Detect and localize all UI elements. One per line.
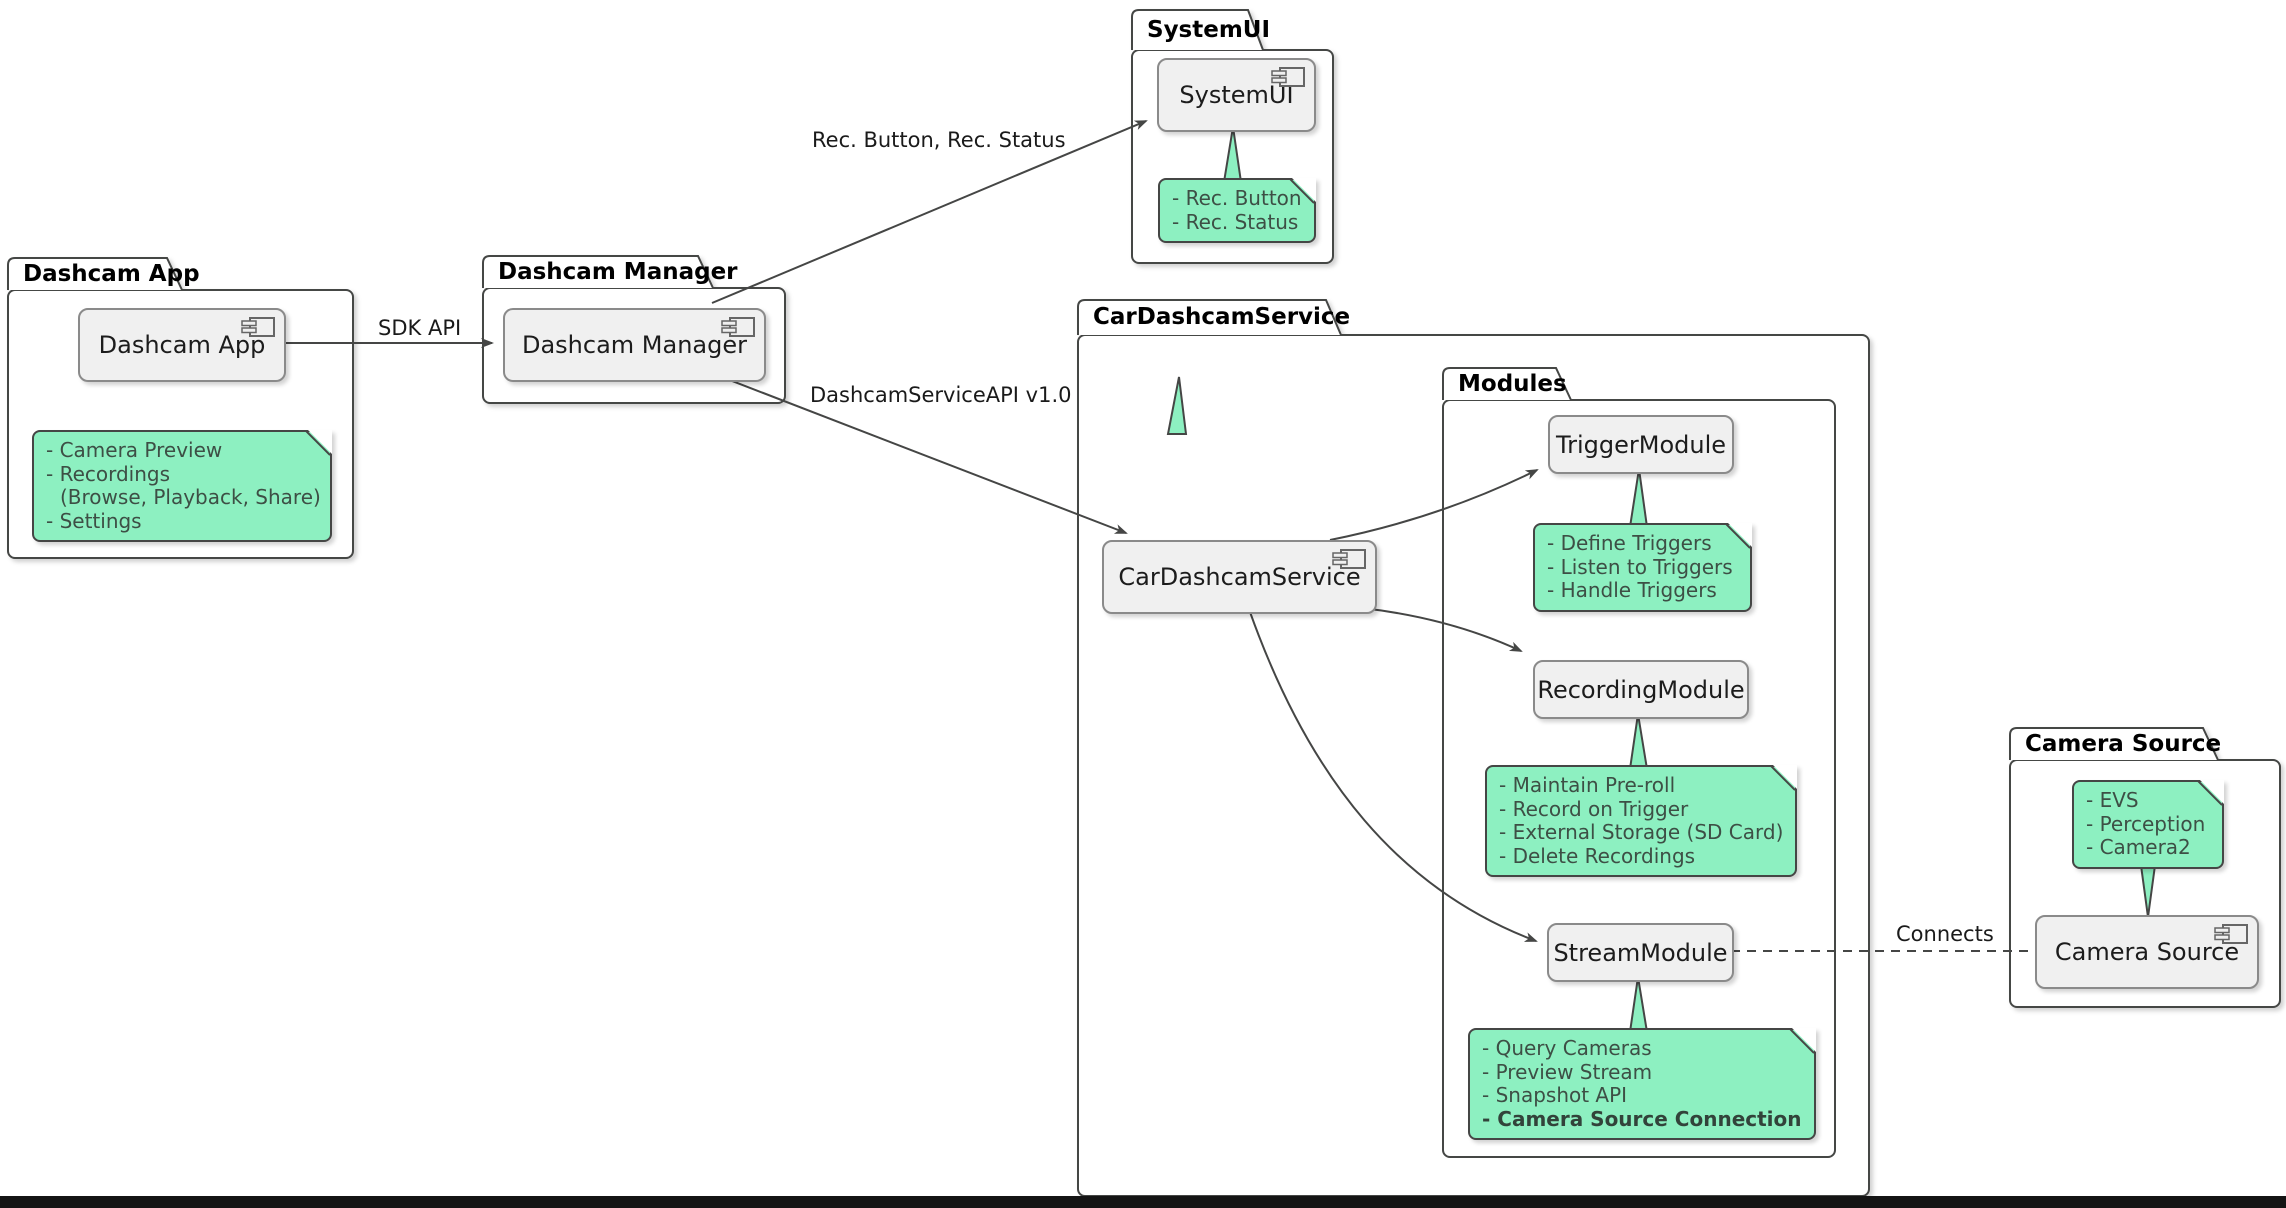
package-label-systemui: SystemUI: [1147, 17, 1271, 43]
edge-manager-to-systemui: [711, 120, 1148, 304]
note-dashcam-app: - Camera Preview - Recordings (Browse, P…: [32, 430, 332, 542]
edge-label-rec-button-status: Rec. Button, Rec. Status: [812, 128, 1066, 152]
component-icon: [241, 317, 275, 337]
note-line: - Rec. Button: [1172, 186, 1302, 210]
note-line: - Maintain Pre-roll: [1499, 773, 1676, 797]
component-icon: [721, 317, 755, 337]
component-car-dashcam-service-label: CarDashcamService: [1118, 563, 1361, 591]
note-line: - Define Triggers: [1547, 531, 1712, 555]
note-recording-module: - Maintain Pre-roll - Record on Trigger …: [1485, 765, 1797, 877]
component-trigger-module-label: TriggerModule: [1555, 430, 1727, 459]
note-line: - Delete Recordings: [1499, 843, 1696, 868]
note-line: (Browse, Playback, Share): [60, 485, 321, 509]
component-stream-module: StreamModule: [1547, 923, 1734, 982]
component-dashcam-manager-label: Dashcam Manager: [521, 331, 747, 359]
note-line: - Camera2: [2086, 835, 2191, 859]
component-dashcam-app-label: Dashcam App: [98, 331, 266, 359]
note-line: - Snapshot API: [1482, 1083, 1628, 1107]
component-systemui-label: SystemUI: [1179, 81, 1294, 109]
component-systemui: SystemUI: [1157, 58, 1316, 132]
note-line: - Query Cameras: [1482, 1036, 1652, 1060]
edge-label-connects: Connects: [1896, 922, 1994, 946]
note-line: - Perception: [2086, 811, 2206, 836]
component-icon: [2214, 924, 2248, 944]
component-camera-source-label: Camera Source: [2054, 938, 2240, 966]
note-line: - Listen to Triggers: [1547, 554, 1733, 579]
component-camera-source: Camera Source: [2035, 915, 2259, 989]
note-line: - Rec. Status: [1172, 209, 1299, 234]
package-label-camera-source: Camera Source: [2025, 731, 2222, 757]
package-label-dashcam-manager: Dashcam Manager: [498, 259, 738, 285]
edge-label-sdk-api: SDK API: [378, 316, 462, 340]
component-trigger-module: TriggerModule: [1548, 415, 1734, 474]
note-line: - Handle Triggers: [1547, 578, 1717, 602]
component-icon: [1332, 549, 1366, 569]
package-label-dashcam-app: Dashcam App: [23, 261, 200, 287]
note-line: - Settings: [46, 508, 142, 533]
component-recording-module: RecordingModule: [1533, 660, 1749, 719]
edge-service-to-recording: [1361, 607, 1523, 652]
component-dashcam-manager: Dashcam Manager: [503, 308, 766, 382]
package-label-modules: Modules: [1458, 371, 1567, 397]
note-camera-source: - EVS - Perception - Camera2: [2072, 780, 2224, 869]
note-systemui: - Rec. Button - Rec. Status: [1158, 178, 1316, 243]
note-stream-module: - Query Cameras - Preview Stream - Snaps…: [1468, 1028, 1816, 1140]
component-recording-module-label: RecordingModule: [1537, 675, 1745, 704]
note-line: - External Storage (SD Card): [1499, 820, 1784, 844]
component-dashcam-app: Dashcam App: [78, 308, 286, 382]
note-pointer-dashcam-app: [1166, 376, 1188, 435]
note-trigger-module: - Define Triggers - Listen to Triggers -…: [1533, 523, 1752, 612]
edge-service-to-stream: [1249, 611, 1538, 942]
note-line: - EVS: [2086, 788, 2139, 812]
edge-service-to-trigger: [1329, 469, 1539, 541]
package-label-car-dashcam-service: CarDashcamService: [1093, 304, 1351, 330]
component-icon: [1271, 67, 1305, 87]
note-line: - Camera Preview: [46, 438, 223, 462]
component-car-dashcam-service: CarDashcamService: [1102, 540, 1377, 614]
note-line: - Record on Trigger: [1499, 796, 1689, 821]
note-line: - Recordings: [46, 461, 171, 486]
note-line: - Preview Stream: [1482, 1059, 1653, 1084]
edge-label-dashcam-service-api: DashcamServiceAPI v1.0: [810, 383, 1072, 407]
edge-manager-to-service: [726, 378, 1128, 534]
note-line-bold: - Camera Source Connection: [1482, 1106, 1802, 1131]
component-stream-module-label: StreamModule: [1553, 938, 1728, 967]
bottom-bar: [0, 1196, 2286, 1208]
